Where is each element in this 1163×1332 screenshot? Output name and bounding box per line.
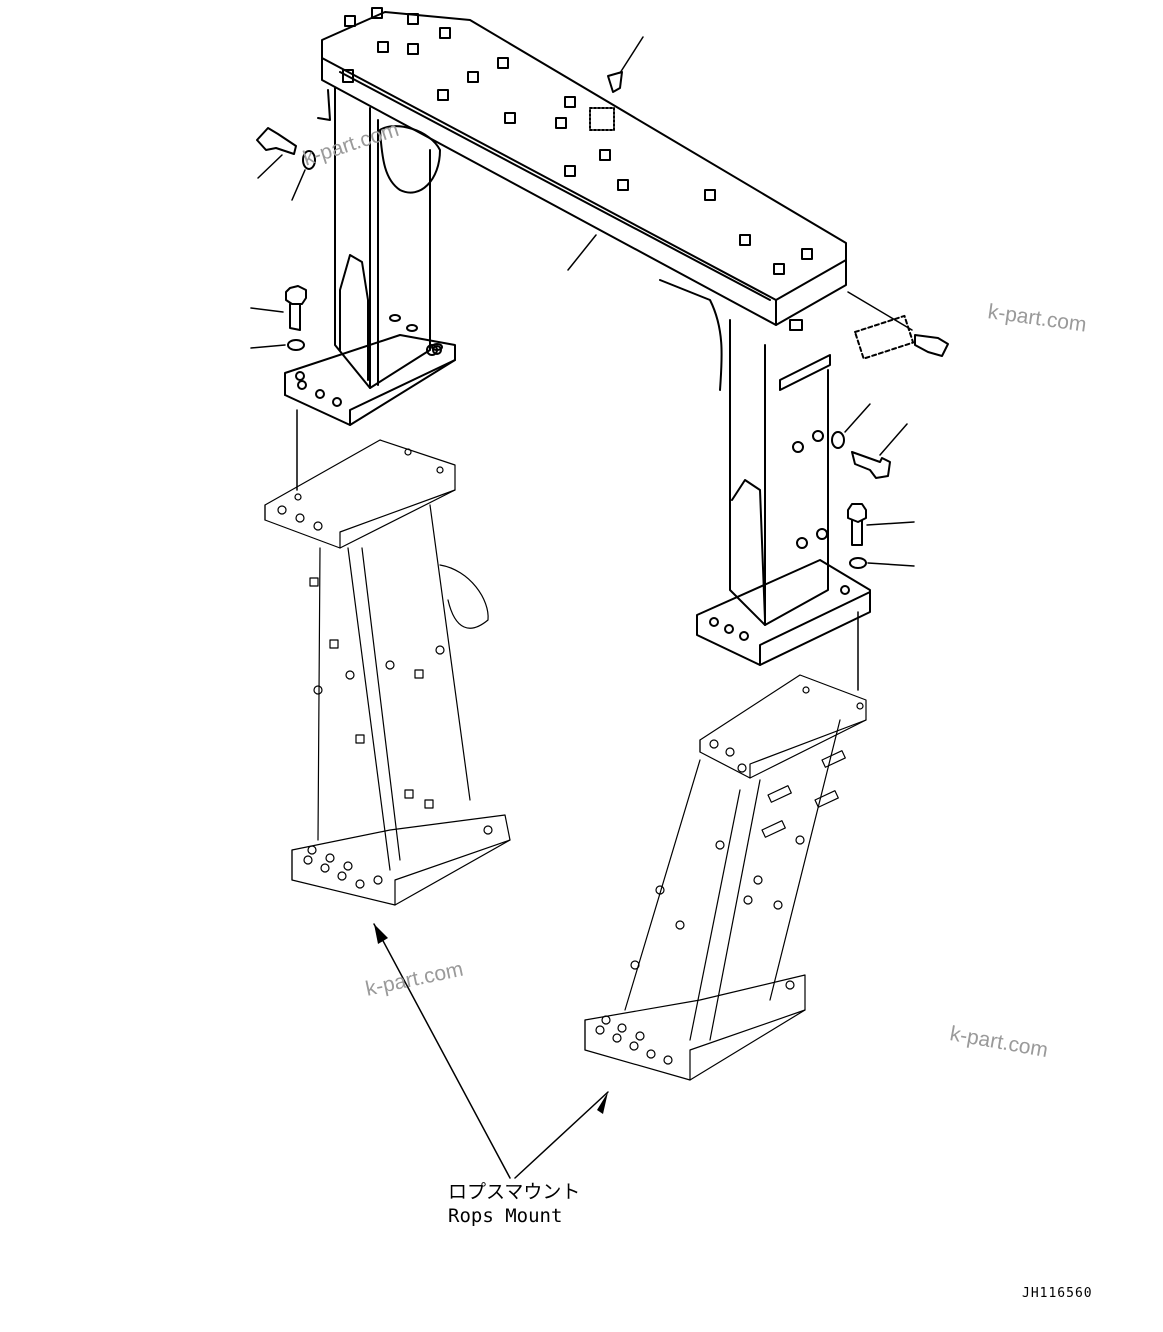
leader-lines: [250, 36, 915, 1179]
bolt-left-mid: [285, 285, 307, 331]
cap-top: [607, 71, 623, 93]
washer-left-mid: [287, 339, 305, 351]
callout-label-ja: ロプスマウント: [448, 1181, 581, 1203]
rops-mount-left: [264, 439, 511, 906]
fasteners: [256, 71, 949, 569]
drawing-code: JH116560: [1022, 1286, 1093, 1301]
washer-right-1: [831, 431, 845, 449]
arrowheads: [374, 924, 608, 1114]
bolt-right-1: [851, 451, 891, 479]
washer-right-2: [849, 557, 867, 569]
bolt-right-2: [847, 503, 867, 546]
rops-mount-right: [584, 674, 867, 1081]
rops-frame: [284, 7, 871, 666]
callout-label-en: Rops Mount: [448, 1205, 563, 1227]
rops-mount-callout: ロプスマウント Rops Mount: [448, 1180, 580, 1228]
rivet-right: [914, 334, 949, 357]
washer-top-left: [302, 150, 316, 170]
bolt-top-left: [256, 127, 297, 155]
